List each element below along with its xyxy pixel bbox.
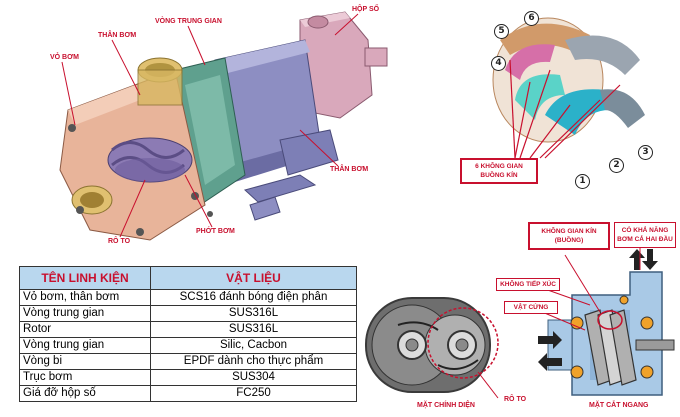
caption-cross-section: MẶT CẮT NGANG [589,402,649,409]
cell-component: Trục bơm [19,369,151,386]
cell-material: SCS16 đánh bóng điện phân [150,289,357,306]
cross-section-diagram [527,246,675,396]
label-than-bom-right: THÂN BƠM [330,166,369,173]
header-material: VẬT LIỆU [150,266,357,290]
header-component: TÊN LINH KIỆN [19,266,151,290]
chamber-number-5: 5 [494,24,509,39]
label-vong-trung-gian: VÒNG TRUNG GIAN [155,18,222,25]
label-ro-to: RÔ TO [108,238,131,245]
chamber-number-2: 2 [609,158,624,173]
cell-component: Rotor [19,321,151,338]
pump-body [214,39,339,182]
gearbox [299,11,388,119]
label-hop-so: HỘP SỐ [352,6,380,13]
chamber-number-1: 1 [575,174,590,189]
table-header-row: TÊN LINH KIỆN VẬT LIỆU [19,266,357,290]
cell-component: Vòng trung gian [19,337,151,354]
label-vo-bom: VỎ BƠM [50,54,79,61]
label-sealed-space: KHÔNG GIAN KÍN (BUỒNG) [528,222,610,250]
pump-cutaway-illustration [59,11,388,241]
cell-component: Vòng trung gian [19,305,151,322]
caption-rotor: RÔ TO [504,396,527,403]
chamber-number-3: 3 [638,145,653,160]
label-phot-bom: PHỚT BƠM [196,228,235,235]
label-no-contact: KHÔNG TIẾP XÚC [496,278,560,291]
cell-component: Vòng bi [19,353,151,370]
chamber-number-6: 6 [524,11,539,26]
label-bidirectional: CÓ KHẢ NĂNG BƠM CẢ HAI ĐẦU [614,222,676,248]
label-barrier: VẬT CỨNG [504,301,558,314]
intermediate-ring [174,57,246,206]
cell-component: Giá đỡ hộp số [19,385,151,402]
front-view-rotors [365,297,499,399]
cell-material: SUS304 [150,369,357,386]
caption-front-view: MẶT CHÍNH DIỆN [417,402,475,409]
chamber-number-4: 4 [491,56,506,71]
cell-component: Vỏ bơm, thân bơm [19,289,151,306]
rotors [107,137,193,183]
chamber-label: 6 KHÔNG GIAN BUỒNG KÍN [460,158,538,184]
label-than-bom-top: THÂN BƠM [98,32,137,39]
cell-material: EPDF dành cho thực phẩm [150,353,357,370]
cell-material: FC250 [150,385,357,402]
cell-material: SUS316L [150,321,357,338]
cell-material: Silic, Cacbon [150,337,357,354]
cell-material: SUS316L [150,305,357,322]
